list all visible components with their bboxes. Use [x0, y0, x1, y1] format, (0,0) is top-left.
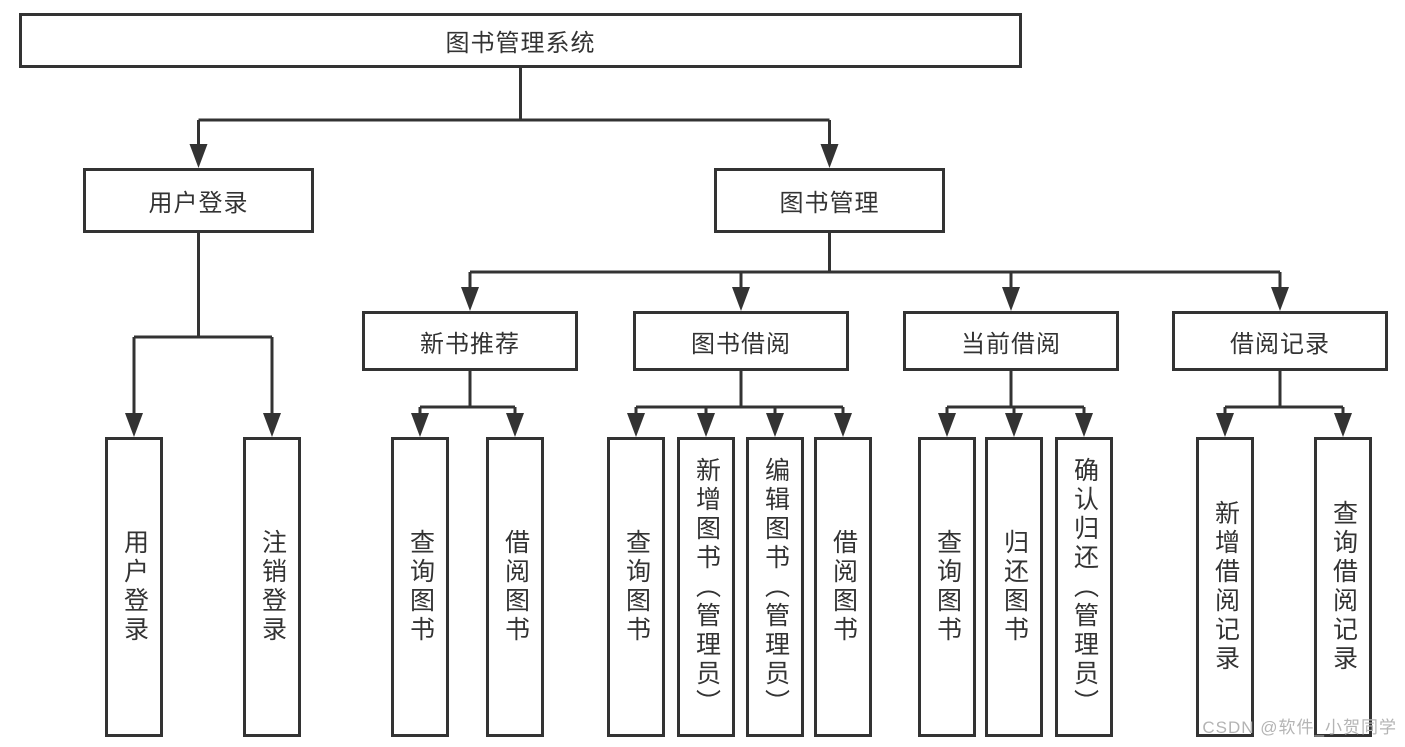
leaf-borrow-edit-admin-label: 编辑图书（管理员）	[761, 456, 790, 718]
leaf-current-return-label: 归还图书	[1000, 529, 1029, 645]
node-user-login-label: 用户登录	[148, 190, 249, 217]
node-current-borrow-label: 当前借阅	[961, 330, 1061, 358]
leaf-newbooks-query: 查询图书	[391, 437, 449, 737]
leaf-borrow-query: 查询图书	[607, 437, 665, 737]
leaf-newbooks-query-label: 查询图书	[406, 529, 435, 645]
leaf-borrow-add-admin: 新增图书（管理员）	[677, 437, 735, 737]
node-current-borrow: 当前借阅	[903, 311, 1119, 371]
node-root-label: 图书管理系统	[445, 30, 596, 57]
leaf-borrow-query-label: 查询图书	[622, 529, 651, 645]
leaf-current-query: 查询图书	[918, 437, 976, 737]
node-new-books: 新书推荐	[362, 311, 578, 371]
leaf-records-query-label: 查询借阅记录	[1329, 500, 1358, 674]
leaf-newbooks-borrow: 借阅图书	[486, 437, 544, 737]
leaf-logout-label: 注销登录	[258, 529, 287, 645]
node-borrow-records: 借阅记录	[1172, 311, 1388, 371]
leaf-records-add: 新增借阅记录	[1196, 437, 1254, 737]
leaf-logout: 注销登录	[243, 437, 301, 737]
leaf-borrow-edit-admin: 编辑图书（管理员）	[746, 437, 804, 737]
node-root: 图书管理系统	[19, 13, 1022, 68]
leaf-borrow-add-admin-label: 新增图书（管理员）	[692, 456, 721, 718]
leaf-records-add-label: 新增借阅记录	[1211, 500, 1240, 674]
leaf-current-confirm-admin: 确认归还（管理员）	[1055, 437, 1113, 737]
leaf-user-login-label: 用户登录	[120, 529, 149, 645]
leaf-current-confirm-admin-label: 确认归还（管理员）	[1070, 456, 1099, 718]
watermark: CSDN @软件_小贺同学	[1202, 718, 1397, 737]
node-user-login: 用户登录	[83, 168, 314, 233]
leaf-current-query-label: 查询图书	[933, 529, 962, 645]
leaf-borrow-borrow: 借阅图书	[814, 437, 872, 737]
leaf-newbooks-borrow-label: 借阅图书	[501, 529, 530, 645]
node-borrow-records-label: 借阅记录	[1230, 330, 1330, 358]
node-book-mgmt-label: 图书管理	[779, 190, 880, 217]
leaf-records-query: 查询借阅记录	[1314, 437, 1372, 737]
node-book-borrow: 图书借阅	[633, 311, 849, 371]
node-new-books-label: 新书推荐	[420, 330, 520, 358]
leaf-user-login: 用户登录	[105, 437, 163, 737]
leaf-borrow-borrow-label: 借阅图书	[829, 529, 858, 645]
leaf-current-return: 归还图书	[985, 437, 1043, 737]
node-book-mgmt: 图书管理	[714, 168, 945, 233]
node-book-borrow-label: 图书借阅	[691, 330, 791, 358]
